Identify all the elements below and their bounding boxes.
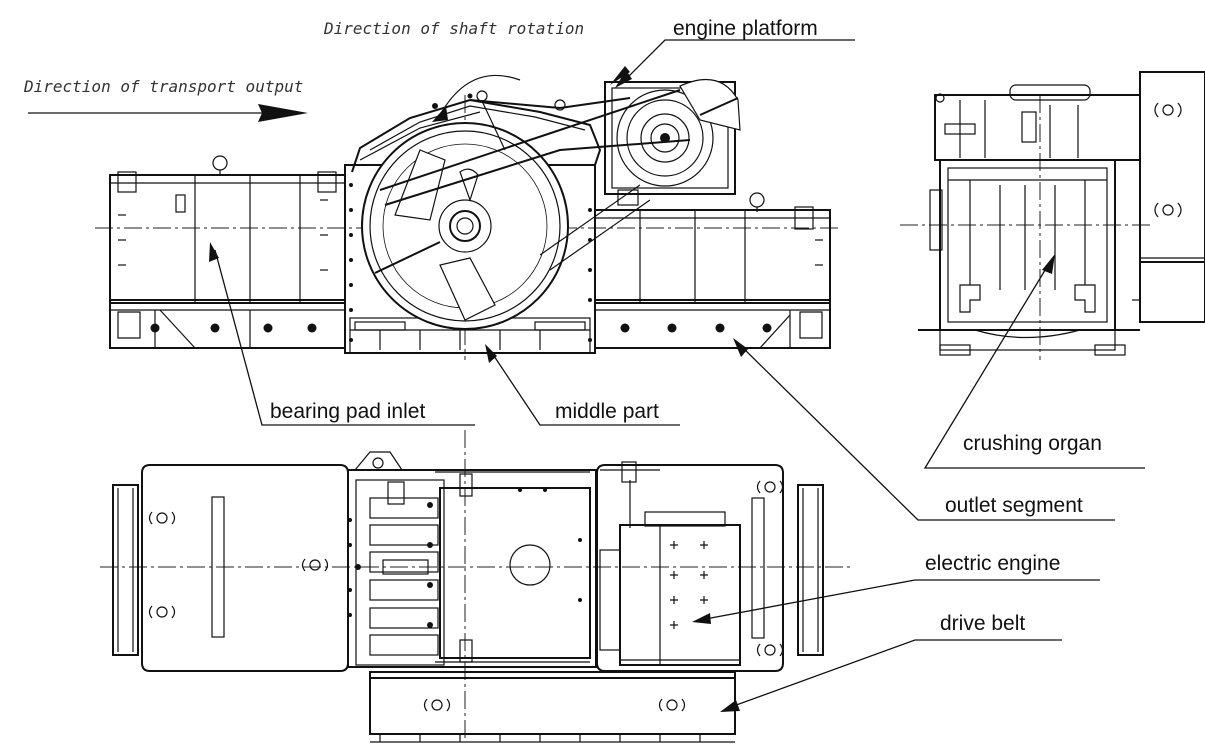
leader-lines [209,39,1145,712]
label-bearing-pad-inlet: bearing pad inlet [270,400,425,423]
label-engine-platform: engine platform [673,17,818,40]
end-view [900,71,1205,360]
side-view [95,66,840,360]
label-drive-belt: drive belt [940,612,1025,635]
middle-part [344,74,691,354]
engine-platform [604,66,741,206]
plan-view [100,430,850,743]
transport-output-arrow [28,104,308,122]
label-middle-part: middle part [555,400,659,423]
annotation-transport-output: Direction of transport output [23,77,303,96]
annotation-shaft-rotation: Direction of shaft rotation [323,19,584,38]
label-electric-engine: electric engine [925,552,1060,575]
inlet-segment [109,155,346,349]
label-crushing-organ: crushing organ [963,432,1102,455]
outlet-segment [594,192,831,349]
label-outlet-segment: outlet segment [945,494,1083,517]
